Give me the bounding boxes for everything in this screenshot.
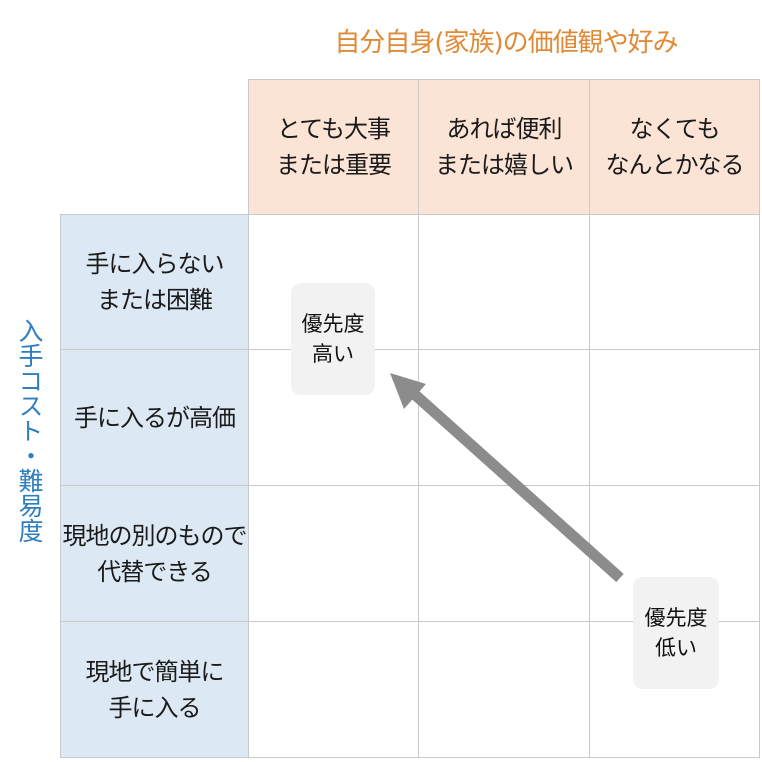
matrix-cell: [418, 621, 590, 758]
column-header-convenient: あれば便利 または嬉しい: [418, 79, 590, 215]
matrix-cell: [589, 349, 760, 486]
row-header-label: 現地で簡単に 手に入る: [85, 657, 225, 722]
matrix-cell: [589, 214, 760, 350]
row-header-expensive: 手に入るが高価: [60, 349, 249, 486]
arrow-head: [390, 373, 426, 409]
priority-matrix: とても大事 または重要 あれば便利 または嬉しい なくても なんとかなる 手に入…: [60, 79, 760, 758]
row-header-label: 手に入るが高価: [74, 403, 236, 432]
row-axis-title: 入手コスト・難易度: [15, 318, 44, 543]
column-header-very-important: とても大事 または重要: [248, 79, 419, 215]
low-priority-note: 優先度 低い: [633, 577, 719, 689]
column-header-label: あれば便利 または嬉しい: [435, 115, 574, 179]
low-priority-label: 優先度 低い: [644, 606, 708, 660]
matrix-cell: [248, 485, 419, 622]
row-header-unavailable: 手に入らない または困難: [60, 214, 249, 350]
high-priority-label: 優先度 高い: [301, 312, 365, 366]
column-header-label: とても大事 または重要: [276, 115, 392, 179]
column-axis-title: 自分自身(家族)の価値観や好み: [334, 28, 678, 58]
matrix-cell: [248, 621, 419, 758]
row-header-label: 現地の別のもので 代替できる: [62, 521, 248, 586]
column-header-label: なくても なんとかなる: [605, 115, 745, 179]
row-header-substitutable: 現地の別のもので 代替できる: [60, 485, 249, 622]
arrow-shaft: [408, 387, 624, 583]
row-header-label: 手に入らない または困難: [85, 250, 225, 314]
row-header-easily-available: 現地で簡単に 手に入る: [60, 621, 249, 758]
high-priority-note: 優先度 高い: [291, 283, 375, 395]
